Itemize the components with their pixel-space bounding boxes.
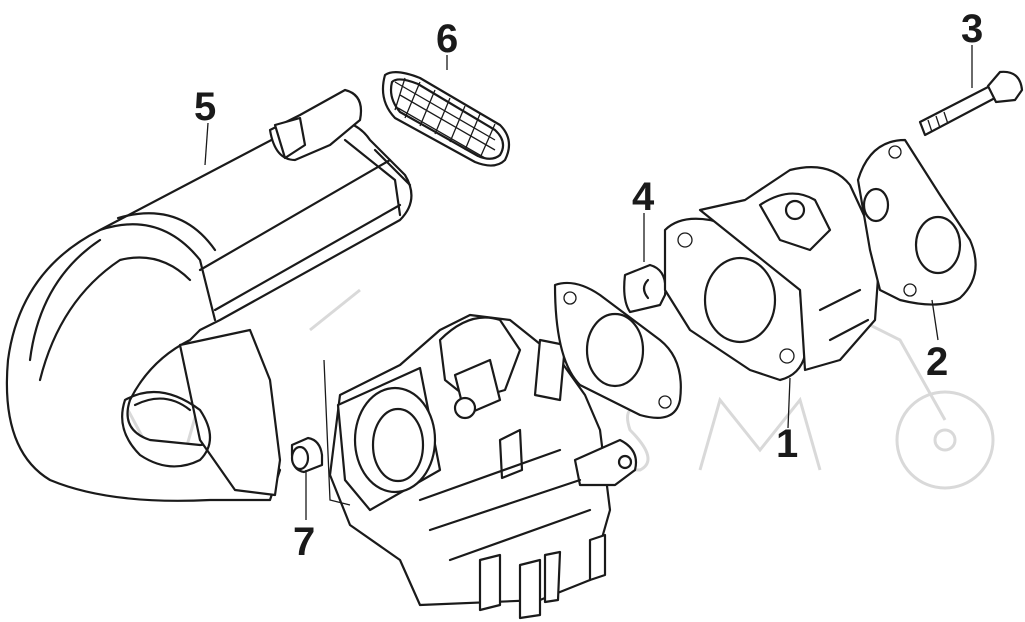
- callout-1: 1: [776, 422, 798, 466]
- callout-labels: 5 6 3 4 2 1 7: [194, 7, 983, 564]
- part-1-intake-manifold: [663, 166, 882, 382]
- part-7-bushing: [290, 436, 324, 474]
- carburetor: [328, 313, 638, 620]
- part-3-bolt: [918, 70, 1024, 137]
- part-2-manifold-gasket: [856, 138, 977, 306]
- part-4-clip: [623, 263, 667, 314]
- part-5-air-duct: [5, 88, 413, 502]
- callout-4: 4: [632, 175, 655, 219]
- leader-lines: [204, 45, 973, 520]
- callout-7: 7: [293, 520, 315, 564]
- callout-3: 3: [961, 7, 983, 51]
- carburetor-gasket: [553, 281, 682, 419]
- callout-5: 5: [194, 85, 216, 129]
- callout-2: 2: [926, 340, 948, 384]
- callout-6: 6: [436, 17, 458, 61]
- part-6-filter-screen: [381, 71, 511, 167]
